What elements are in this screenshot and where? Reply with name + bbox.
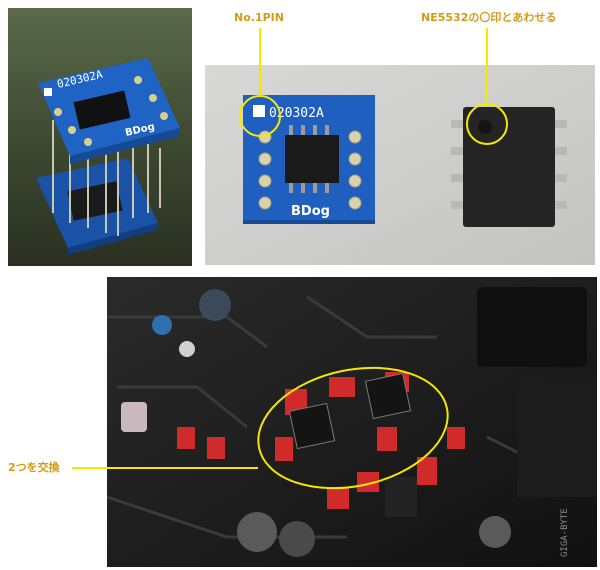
adapter-and-chip-photo: 020302A BDog	[205, 65, 595, 265]
adapter-brand-label: BDog	[291, 204, 330, 219]
svg-text:GIGA-BYTE: GIGA-BYTE	[560, 508, 570, 557]
pin1-caption: No.1PIN	[234, 11, 284, 24]
stacked-adapter-photo: 020302A BDog	[8, 8, 192, 266]
adapter-part-label: 020302A	[269, 106, 324, 121]
motherboard-photo: GIGA-BYTE	[107, 277, 597, 567]
swap-caption: 2つを交換	[8, 461, 60, 474]
ne5532-alignment-caption: NE5532の〇印とあわせる	[421, 11, 557, 24]
